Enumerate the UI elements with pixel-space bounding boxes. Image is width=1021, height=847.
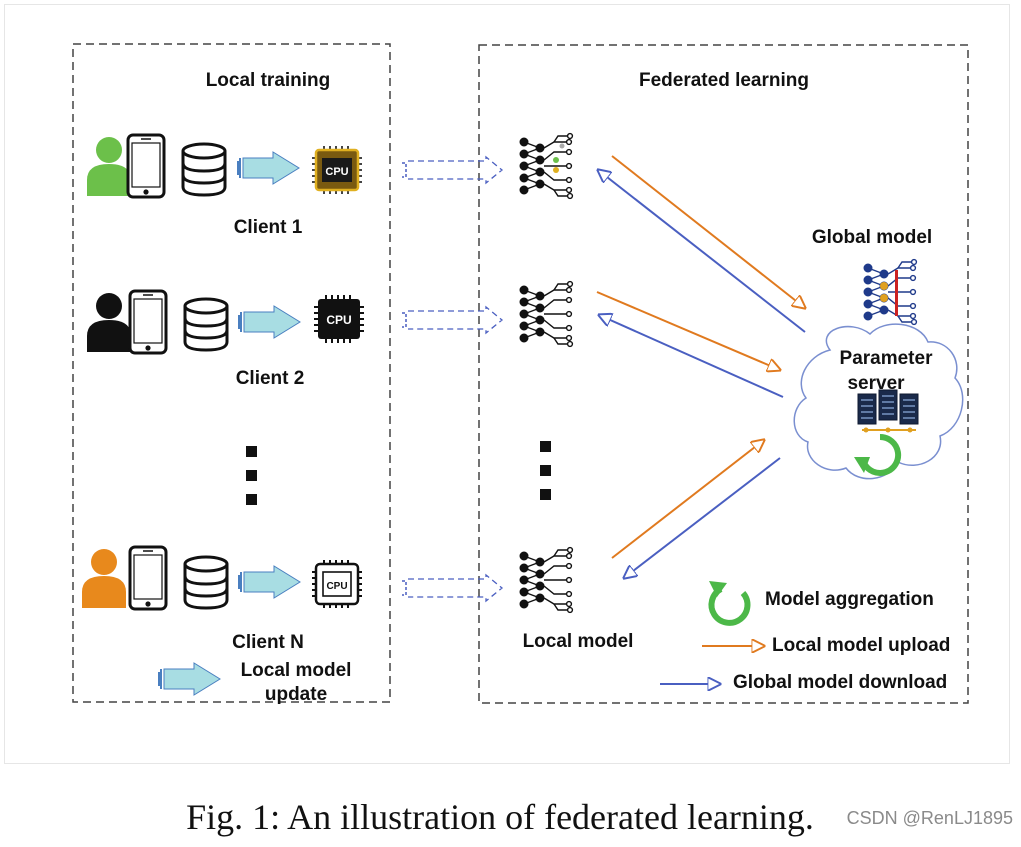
parameter-server-label-line1: Parameter [840,348,934,369]
cpu-chip-label: CPU [326,581,347,592]
legend-model-aggregation: Model aggregation [765,589,934,610]
update-arrow-icon [236,151,300,185]
neural-network-icon [519,546,574,614]
cpu-chip-label: CPU [325,166,348,178]
database-icon [181,142,227,197]
download-arrow-1 [598,170,806,333]
legend-global-model-download: Global model download [733,672,947,693]
legend-local-model-upload: Local model upload [772,635,950,656]
federated-learning-title: Federated learning [639,70,809,91]
transfer-arrow-client-1 [401,156,503,184]
parameter-server-label-line2: server [847,373,905,394]
global-model-network-icon [863,258,918,326]
model-ellipsis [540,441,551,500]
upload-arrow-1 [611,155,805,308]
neural-network-icon [519,280,574,348]
database-icon [183,555,229,610]
update-arrow-icon [237,565,301,599]
database-icon [183,297,229,352]
local-model-label: Local model [523,631,634,652]
phone-icon [128,545,168,611]
model-exchange-arrows [596,155,806,578]
legend-local-model-update-line1: Local model [241,660,352,681]
global-model-label: Global model [812,227,932,248]
federated-learning-panel [478,44,969,704]
server-rack-icon [857,389,919,433]
neural-network-icon [519,132,574,200]
client-1-label: Client 1 [234,217,303,238]
legend-update-arrow-icon [157,662,221,696]
transfer-arrow-client-n [401,574,503,602]
watermark: CSDN @RenLJ1895 [846,808,1013,828]
local-training-panel [72,43,391,703]
phone-icon [128,289,168,355]
upload-arrow-2 [596,291,780,370]
cpu-chip-icon: CPU [313,294,365,344]
download-arrow-2 [599,315,784,398]
aggregation-cycle-icon [854,437,898,473]
client-ellipsis [246,446,257,505]
phone-icon [126,133,166,199]
transfer-arrow-client-2 [401,306,503,334]
cpu-chip-icon: CPU [311,559,363,609]
person-icon [87,137,131,196]
client-2-label: Client 2 [236,368,305,389]
update-arrow-icon [237,305,301,339]
client-n-group: CPU Client N [82,545,363,653]
figure-caption: Fig. 1: An illustration of federated lea… [186,797,814,837]
person-icon [87,293,131,352]
legend-local-model-update-line2: update [265,684,327,705]
person-icon [82,549,126,608]
client-1-group: CPU Client 1 [87,133,363,238]
parameter-server-cloud [793,323,964,480]
client-n-label: Client N [232,632,304,653]
cpu-chip-label: CPU [326,313,351,327]
client-2-group: CPU Client 2 [87,289,365,389]
local-training-title: Local training [206,70,331,91]
upload-arrow-n [611,440,764,559]
legend-aggregation-icon [708,581,751,626]
download-arrow-n [624,457,781,578]
cpu-chip-icon: CPU [311,145,363,195]
